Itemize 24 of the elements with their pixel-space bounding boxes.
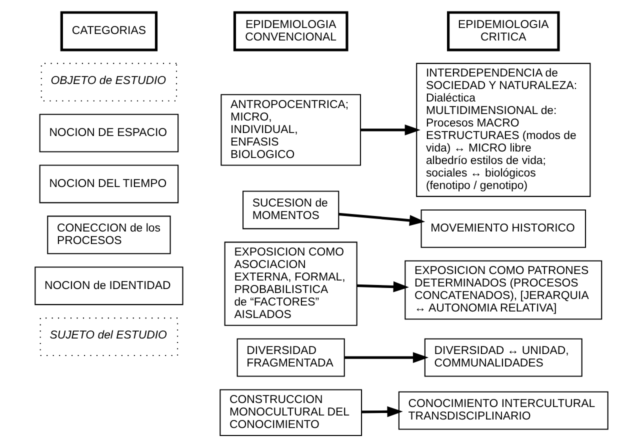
arrow	[344, 352, 428, 364]
node-box: EXPOSICION COMO PATRONES DETERMINADOS (PROCESOS CONCATENADOS), [JERARQUIA ↔ AUTONOMIA RELATIVA]	[404, 260, 602, 320]
arrow	[360, 124, 420, 136]
node-box: OBJETO de ESTUDIO	[40, 62, 177, 102]
arrow	[338, 212, 425, 226]
node-box: NOCION DEL TIEMPO	[38, 164, 178, 204]
arrow	[356, 281, 408, 292]
node-box: CATEGORIAS	[60, 11, 158, 52]
node-box: SUCESION de MOMENTOS	[242, 190, 339, 230]
node-box: EPIDEMIOLOGIA CRITICA	[446, 11, 560, 52]
node-box: INTERDEPENDENCIA de SOCIEDAD Y NATURALEZA: Dialéctica MULTIDIMENSIONAL de: Procesos MACRO ESTRUCTURAES (modos de vida) ↔ MICRO libre albedrío estilos de vida; sociales ↔ biológicos (fenotipo / genotipo)	[416, 62, 590, 197]
node-box: MOVEMIENTO HISTORICO	[420, 209, 586, 248]
node-box: CONSTRUCCION MONOCULTURAL DEL CONOCIMIENTO	[219, 389, 362, 436]
node-box: EXPOSICION COMO ASOCIACION EXTERNA, FORMAL, PROBABILISTICA de “FACTORES” AISLADOS	[224, 242, 357, 326]
node-box: ANTROPOCENTRICA; MICRO, INDIVIDUAL, ENFASIS BIOLOGICO	[220, 94, 360, 166]
node-box: NOCION DE ESPACIO	[38, 114, 178, 152]
node-box: DIVERSIDAD ↔ UNIDAD, COMMUNALIDADES	[424, 338, 582, 377]
node-box: EPIDEMIOLOGIA CONVENCIONAL	[232, 11, 348, 52]
node-box: CONECCION de los PROCESOS	[46, 216, 170, 254]
node-box: DIVERSIDAD FRAGMENTADA	[236, 338, 344, 377]
node-box: CONOCIMIENTO INTERCULTURAL TRANSDISCIPLINARIO	[398, 391, 608, 430]
node-box: NOCION de IDENTIDAD	[34, 266, 183, 306]
arrow	[361, 406, 402, 418]
node-box: SUJETO del ESTUDIO	[39, 318, 178, 356]
